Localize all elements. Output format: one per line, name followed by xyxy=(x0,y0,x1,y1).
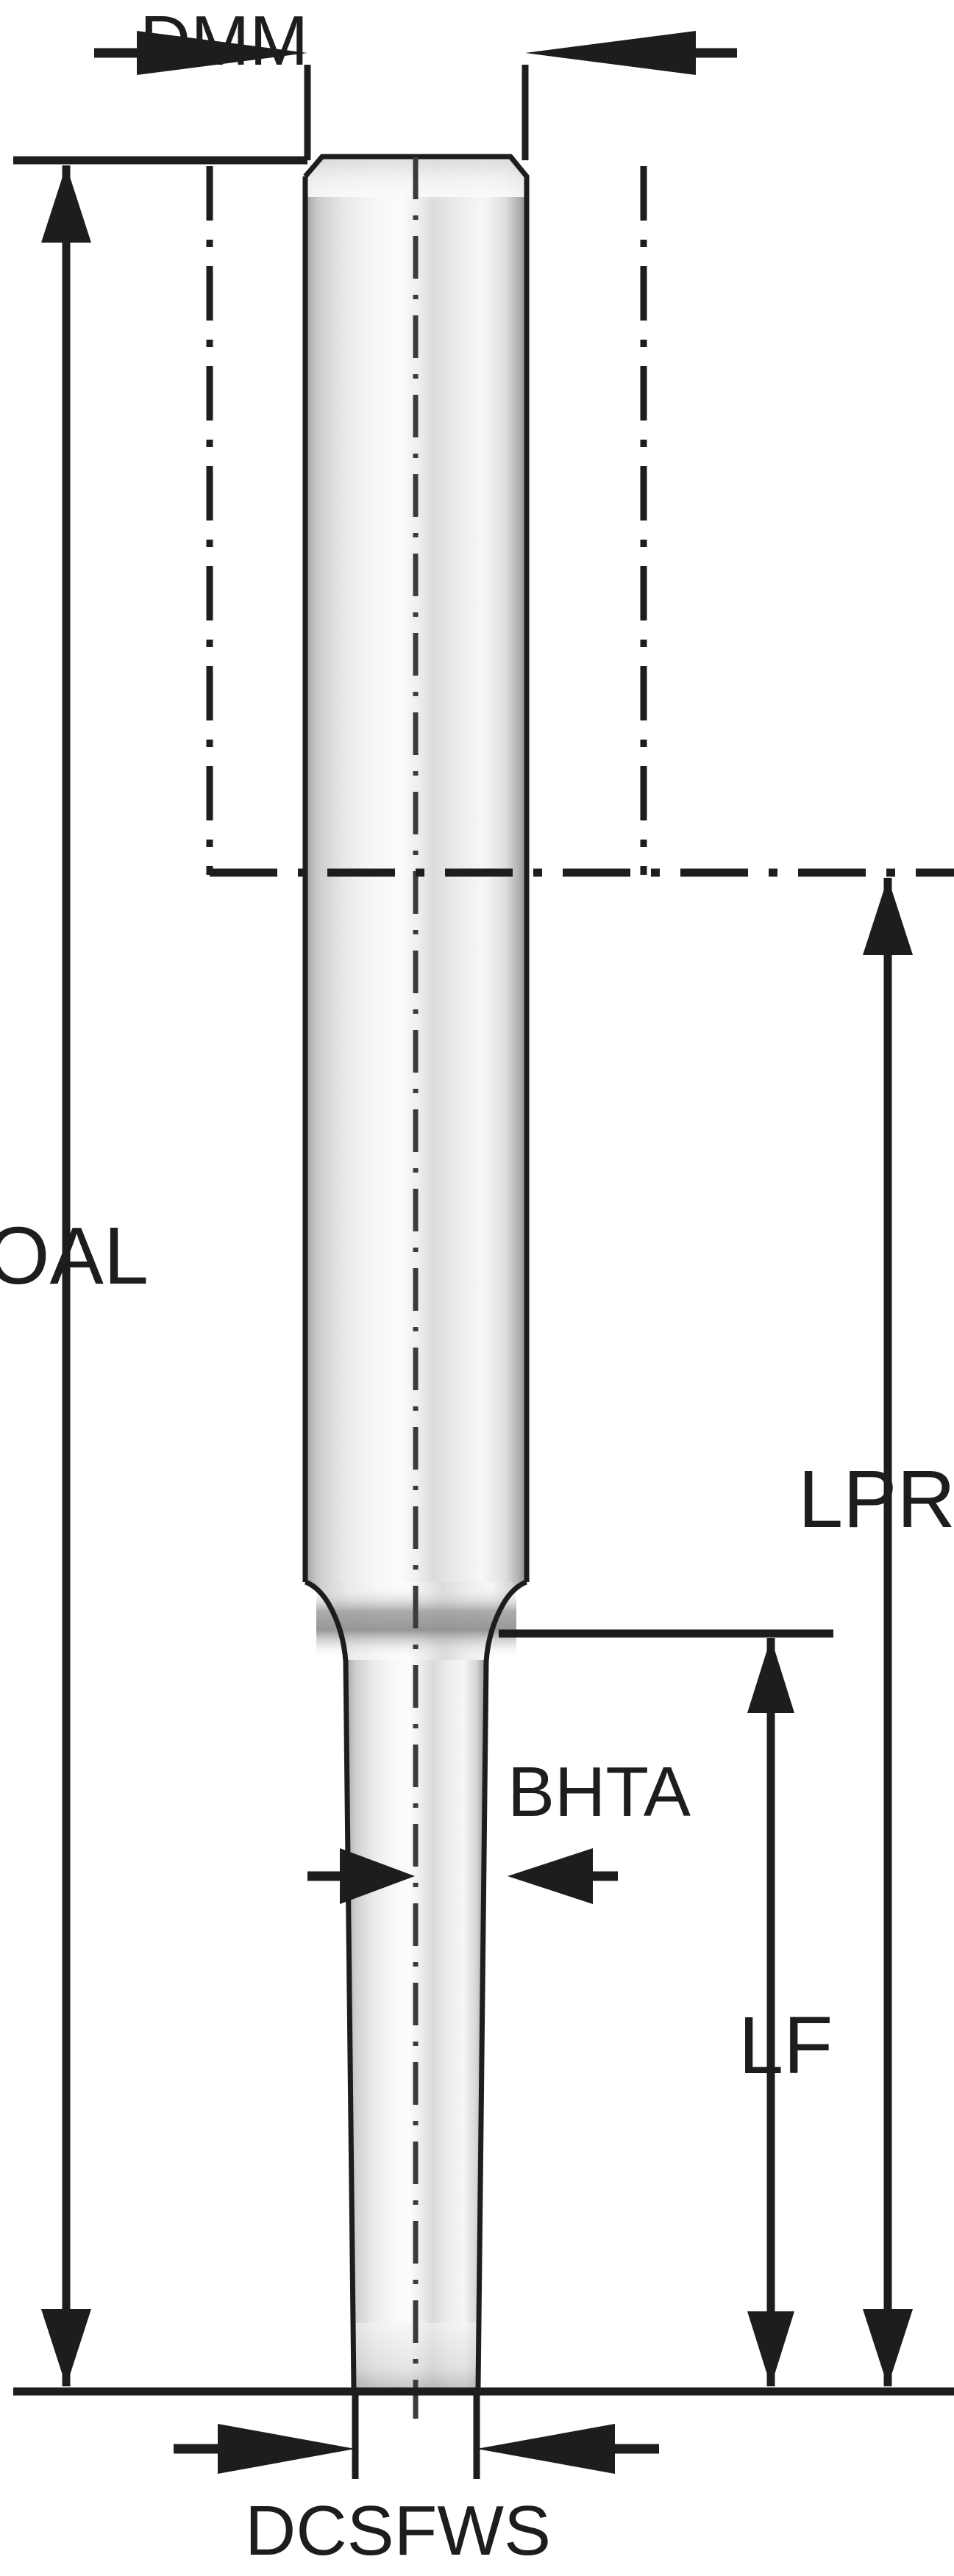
dcsfws-arrow-left xyxy=(218,2424,355,2474)
dimension-dcsfws xyxy=(174,2391,659,2479)
dimension-dmm xyxy=(94,31,737,160)
bhta-arrow-right xyxy=(508,1848,593,1904)
dmm-arrow-right xyxy=(525,31,696,75)
lpr-arrow-bottom xyxy=(863,2309,913,2386)
label-lf: LF xyxy=(738,2000,833,2091)
label-dcsfws: DCSFWS xyxy=(245,2491,551,2570)
tool-shank-outline xyxy=(303,154,530,1582)
label-oal: OAL xyxy=(0,1211,149,1301)
dmm-arrow-left xyxy=(137,31,307,75)
dimension-bhta xyxy=(307,1848,618,1904)
dcsfws-arrow-right xyxy=(477,2424,615,2474)
bhta-arrow-left xyxy=(340,1848,415,1904)
lpr-arrow-top xyxy=(863,878,913,955)
lf-arrow-top xyxy=(747,1638,794,1713)
dimension-oal xyxy=(13,156,954,2396)
label-lpr: LPR xyxy=(798,1454,954,1545)
label-bhta: BHTA xyxy=(508,1753,691,1831)
dimension-lpr xyxy=(863,878,913,2386)
tool-shoulder-outline-left xyxy=(305,1579,357,2389)
label-dmm: DMM xyxy=(140,1,309,80)
oal-arrow-bottom xyxy=(41,2309,91,2386)
lf-arrow-bottom xyxy=(747,2311,794,2386)
gauge-plane-construction xyxy=(206,166,954,877)
oal-arrow-top xyxy=(41,165,91,243)
dimension-lf xyxy=(499,1629,833,2386)
tool-shoulder-outline-right xyxy=(475,1579,527,2389)
tool-geometry xyxy=(302,154,530,2419)
tool-tip-face xyxy=(354,2323,478,2388)
